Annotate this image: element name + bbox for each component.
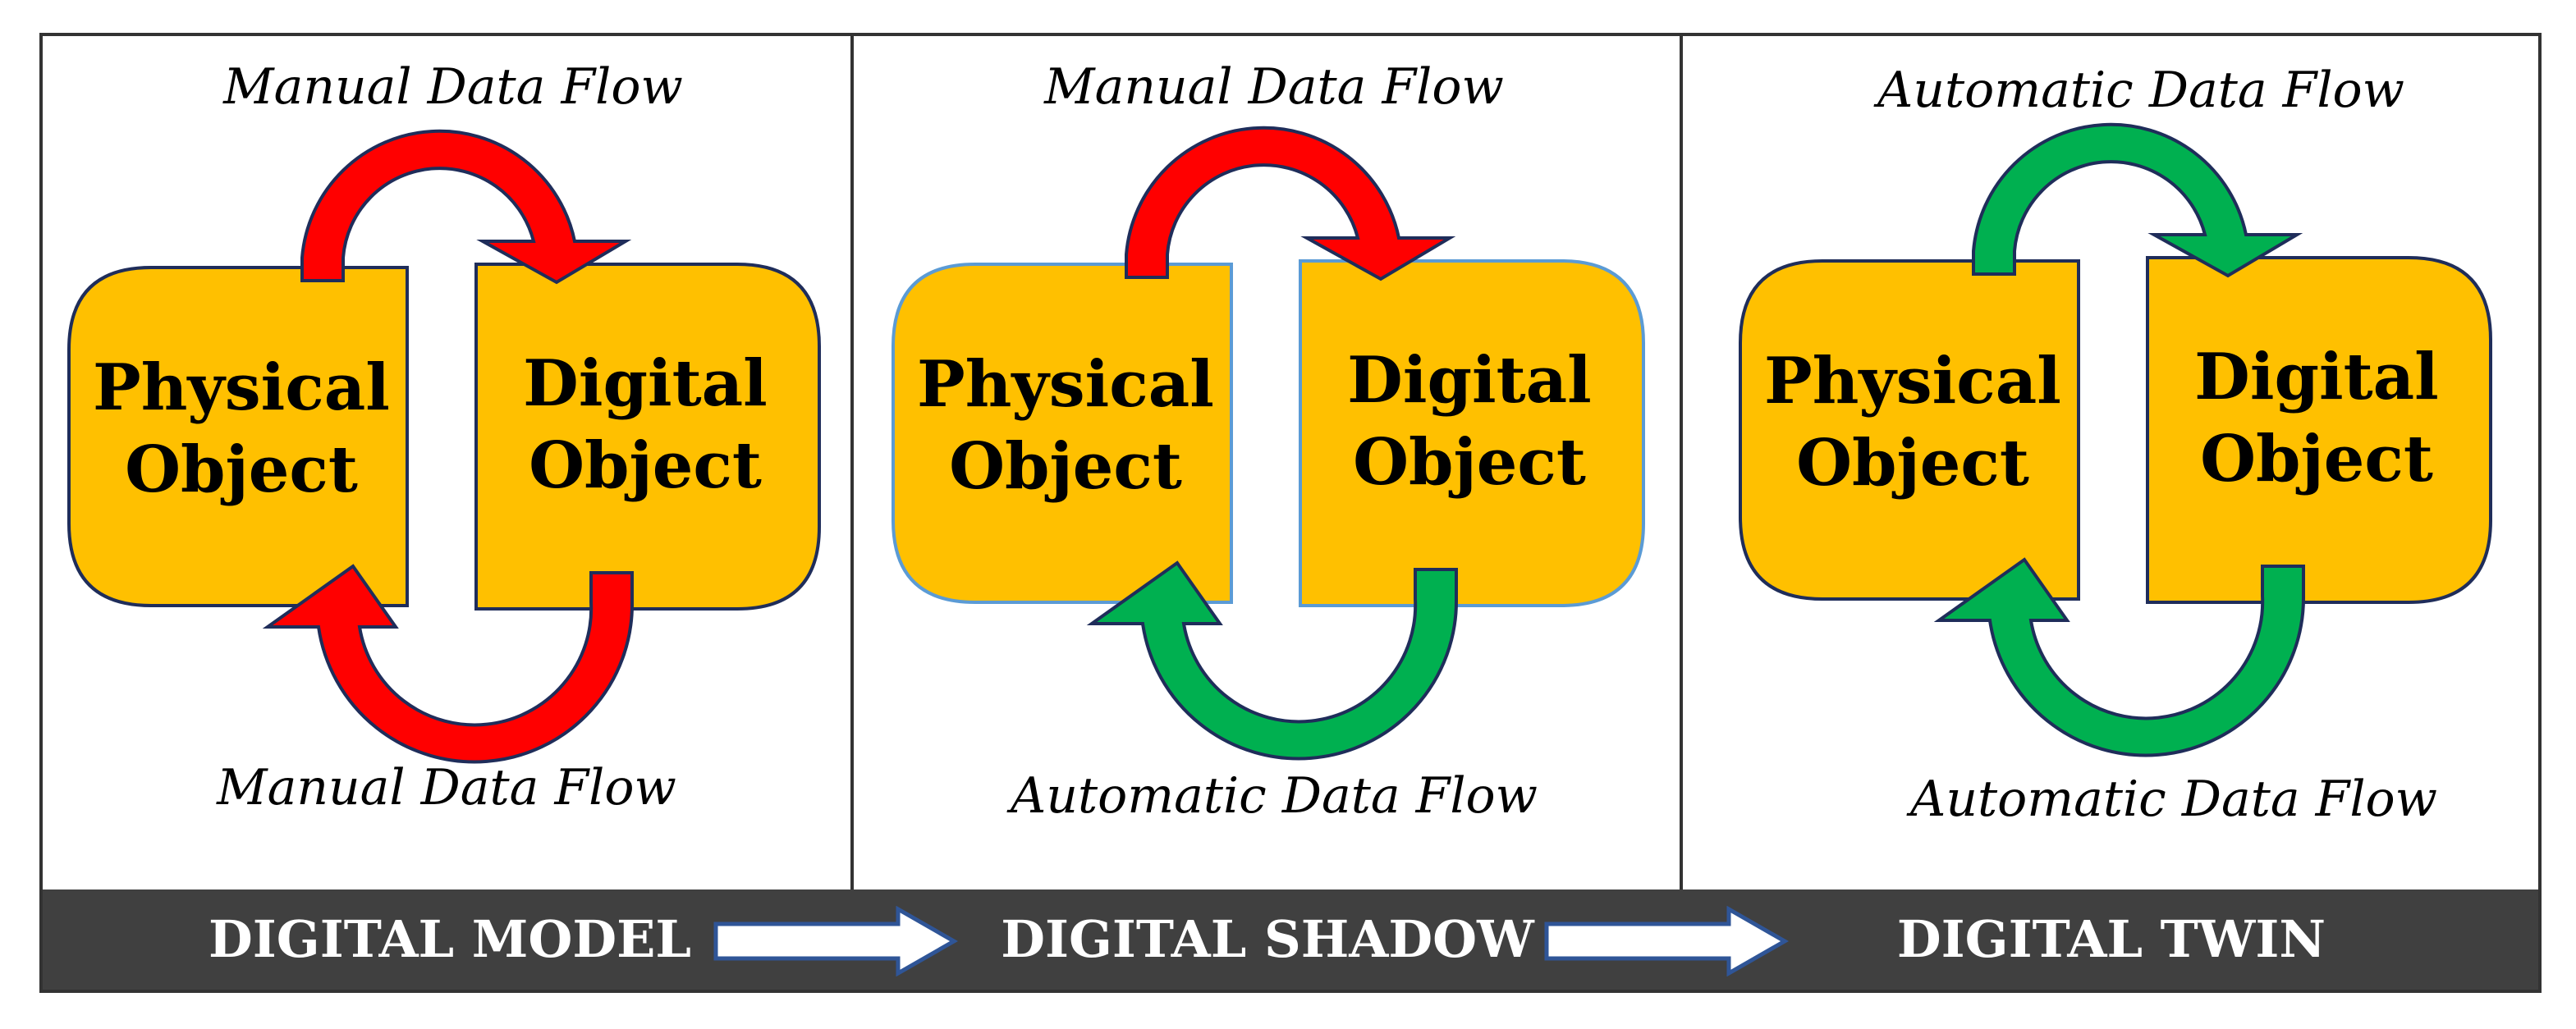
digital-object-label: Object: [2200, 422, 2433, 496]
curved-arrow-right-icon: [300, 129, 632, 285]
stage-label-digital-shadow: DIGITAL SHADOW: [1001, 909, 1534, 969]
top-flow-label: Manual Data Flow: [1043, 58, 1504, 116]
digital-object-label: Object: [1353, 425, 1586, 500]
top-flow-label: Manual Data Flow: [222, 58, 683, 116]
stage-label-digital-model: DIGITAL MODEL: [208, 909, 692, 969]
diagram-canvas: Physical Object Digital Object Manual Da…: [67, 58, 2492, 828]
stage-bar: DIGITAL MODEL DIGITAL SHADOW DIGITAL TWI…: [43, 890, 2538, 990]
physical-object-label: Object: [1796, 426, 2029, 501]
right-arrow-icon: [713, 906, 959, 976]
panel-digital-shadow: Physical Object Digital Object Manual Da…: [892, 58, 1645, 825]
top-flow-label: Automatic Data Flow: [1873, 62, 2404, 119]
physical-object-label: Object: [125, 432, 358, 507]
digital-object-label: Object: [529, 428, 762, 503]
digital-object-label: Digital: [1347, 343, 1592, 418]
physical-object-label: Physical: [1764, 344, 2061, 418]
diagram-frame: Physical Object Digital Object Manual Da…: [39, 33, 2542, 993]
panel-divider: [1680, 36, 1683, 899]
stage-label-digital-twin: DIGITAL TWIN: [1896, 909, 2326, 969]
physical-object-box: [1739, 259, 2080, 601]
digital-object-label: Digital: [523, 346, 768, 421]
physical-object-label: Physical: [917, 347, 1214, 422]
physical-object-label: Physical: [93, 350, 390, 425]
curved-arrow-right-icon: [1972, 122, 2303, 278]
digital-object-box: [1299, 259, 1645, 607]
bottom-flow-label: Manual Data Flow: [216, 759, 676, 816]
curved-arrow-left-icon: [262, 564, 635, 764]
bottom-flow-label: Automatic Data Flow: [1006, 767, 1538, 825]
panel-digital-model: Physical Object Digital Object Manual Da…: [67, 58, 821, 816]
curved-arrow-left-icon: [1933, 557, 2306, 757]
digital-object-box: [2146, 256, 2492, 604]
physical-object-box: [67, 266, 409, 607]
curved-arrow-left-icon: [1086, 560, 1459, 761]
physical-object-box: [892, 263, 1233, 604]
bottom-flow-label: Automatic Data Flow: [1906, 771, 2437, 828]
physical-object-label: Object: [949, 429, 1182, 504]
digital-object-box: [474, 263, 821, 611]
digital-object-label: Digital: [2194, 340, 2439, 414]
curved-arrow-right-icon: [1125, 126, 1456, 281]
panel-divider: [850, 36, 854, 899]
right-arrow-icon: [1544, 906, 1790, 976]
panel-digital-twin: Physical Object Digital Object Automatic…: [1739, 62, 2492, 828]
